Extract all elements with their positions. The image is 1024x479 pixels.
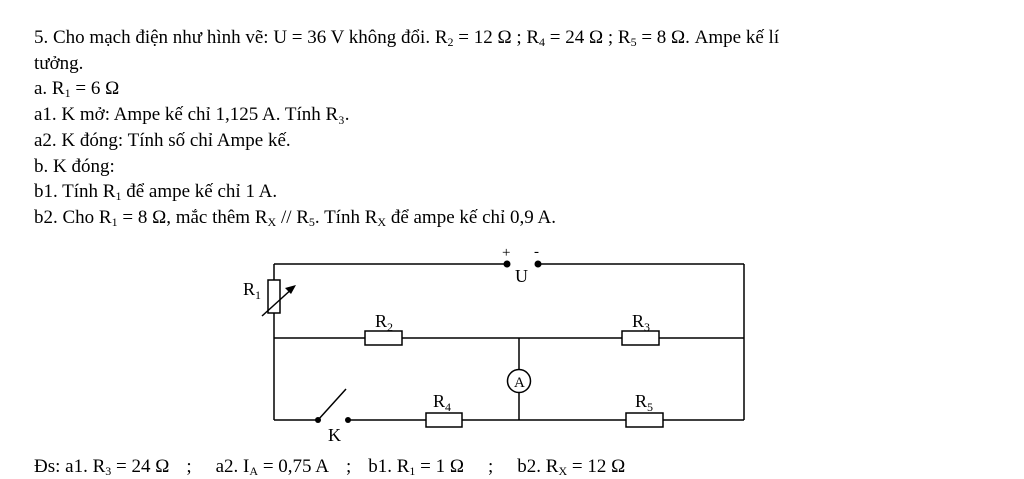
- resistor-r1: [267, 279, 281, 314]
- switch-contact-left: [315, 417, 321, 423]
- answer-line: Đs: a1. R3 = 24 Ω; a2. IA = 0,75 A; b1. R1…: [34, 455, 625, 479]
- resistor-r2: [364, 330, 403, 346]
- problem-line-2: tưởng.: [34, 53, 84, 74]
- ammeter-circle: [506, 368, 532, 394]
- question-b1: b1. Tính R1 để ampe kế chỉ 1 A.: [34, 181, 278, 203]
- answer-a1: Đs: a1. R3 = 24 Ω: [34, 456, 170, 478]
- question-b: b. K đóng:: [34, 156, 115, 177]
- r5-label: R5: [635, 391, 653, 414]
- question-a: a. R1 = 6 Ω: [34, 78, 120, 100]
- minus-label: -: [534, 244, 539, 260]
- r1-label: R1: [243, 279, 261, 302]
- switch-label: K: [328, 425, 341, 445]
- rheostat-arrow: [261, 286, 295, 317]
- answer-b1: b1. R1 = 1 Ω: [368, 456, 465, 478]
- question-a1: a1. K mở: Ampe kế chỉ 1,125 A. Tính R₃.: [34, 104, 350, 125]
- switch-contact-right: [345, 417, 351, 423]
- r4-label: R4: [433, 391, 451, 414]
- resistor-r4: [425, 412, 463, 428]
- r3-label: R3: [632, 311, 650, 334]
- r2-label: R2: [375, 311, 393, 334]
- terminal-minus: [534, 260, 542, 268]
- source-label: U: [515, 266, 528, 286]
- answer-separator-2: ;: [345, 456, 352, 477]
- answer-a2: a2. IA = 0,75 A: [215, 456, 329, 478]
- rheostat-arrowhead: [285, 285, 296, 294]
- resistor-r3: [621, 330, 660, 346]
- answer-b2: b2. RX = 12 Ω: [517, 456, 626, 478]
- problem-line-1: 5. Cho mạch điện như hình vẽ: U = 36 V k…: [34, 27, 780, 49]
- question-a2: a2. K đóng: Tính số chỉ Ampe kế.: [34, 130, 291, 151]
- plus-label: +: [502, 245, 510, 261]
- ammeter-label: A: [514, 375, 525, 391]
- question-b2: b2. Cho R1 = 8 Ω, mắc thêm RX // R5. Tín…: [34, 207, 556, 229]
- switch-blade: [317, 388, 347, 421]
- terminal-plus: [503, 260, 511, 268]
- answer-separator-3: ;: [488, 456, 494, 477]
- resistor-r5: [625, 412, 664, 428]
- answer-separator-1: ;: [186, 456, 192, 477]
